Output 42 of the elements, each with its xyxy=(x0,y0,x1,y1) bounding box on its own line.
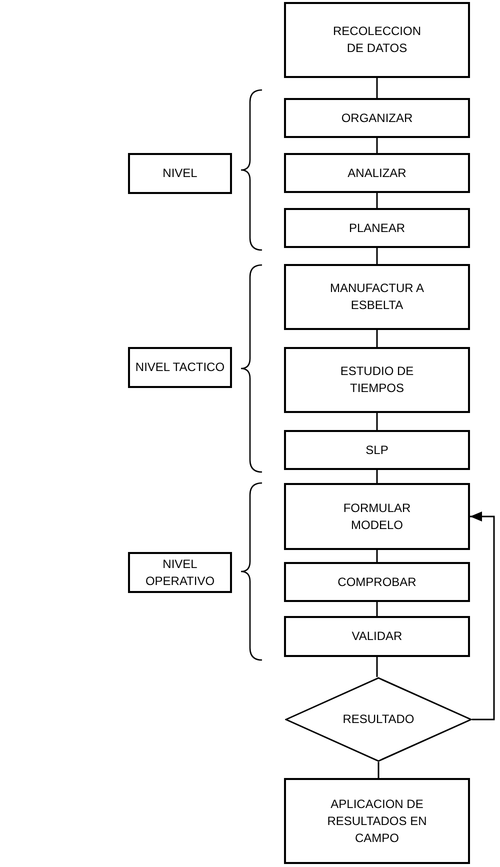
process-box xyxy=(284,430,470,470)
box-label: ORGANIZAR xyxy=(340,110,414,126)
process-box xyxy=(284,483,470,550)
process-box xyxy=(284,562,470,602)
box-label: NIVEL TACTICO xyxy=(134,359,226,376)
connector-line xyxy=(376,602,378,616)
connector-line xyxy=(376,413,378,430)
connector-line xyxy=(378,762,380,778)
box-label: NIVEL xyxy=(162,165,198,182)
connector-line xyxy=(376,193,378,208)
process-box xyxy=(284,98,470,138)
process-box xyxy=(284,208,470,248)
process-box xyxy=(128,347,232,388)
connector-line xyxy=(376,330,378,347)
connector-line xyxy=(470,512,495,720)
process-box xyxy=(128,552,232,593)
process-box xyxy=(284,153,470,193)
box-label: FORMULAR MODELO xyxy=(342,500,412,534)
process-box xyxy=(284,2,470,78)
process-box xyxy=(284,264,470,330)
box-label: SLP xyxy=(364,442,390,458)
decision-diamond xyxy=(285,677,472,762)
connector-line xyxy=(376,550,378,562)
box-label: APLICACION DE RESULTADOS EN CAMPO xyxy=(326,796,428,846)
box-label: PLANEAR xyxy=(348,220,406,236)
box-label: COMPROBAR xyxy=(336,574,418,590)
box-label: ANALIZAR xyxy=(346,164,408,182)
connector-line xyxy=(376,657,378,677)
process-box xyxy=(128,153,232,194)
process-box xyxy=(284,347,470,413)
box-label: RECOLECCION DE DATOS xyxy=(332,23,422,57)
connector-line xyxy=(376,138,378,153)
box-label: MANUFACTUR A ESBELTA xyxy=(328,280,425,314)
connector-line xyxy=(376,78,378,98)
box-label: ESTUDIO DE TIEMPOS xyxy=(339,363,415,397)
process-box xyxy=(284,778,470,864)
box-label: NIVEL OPERATIVO xyxy=(144,556,216,590)
box-label: VALIDAR xyxy=(350,628,404,645)
connector-line xyxy=(376,248,378,264)
process-box xyxy=(284,616,470,657)
connector-line xyxy=(376,470,378,483)
box-label: RESULTADO xyxy=(342,711,416,728)
